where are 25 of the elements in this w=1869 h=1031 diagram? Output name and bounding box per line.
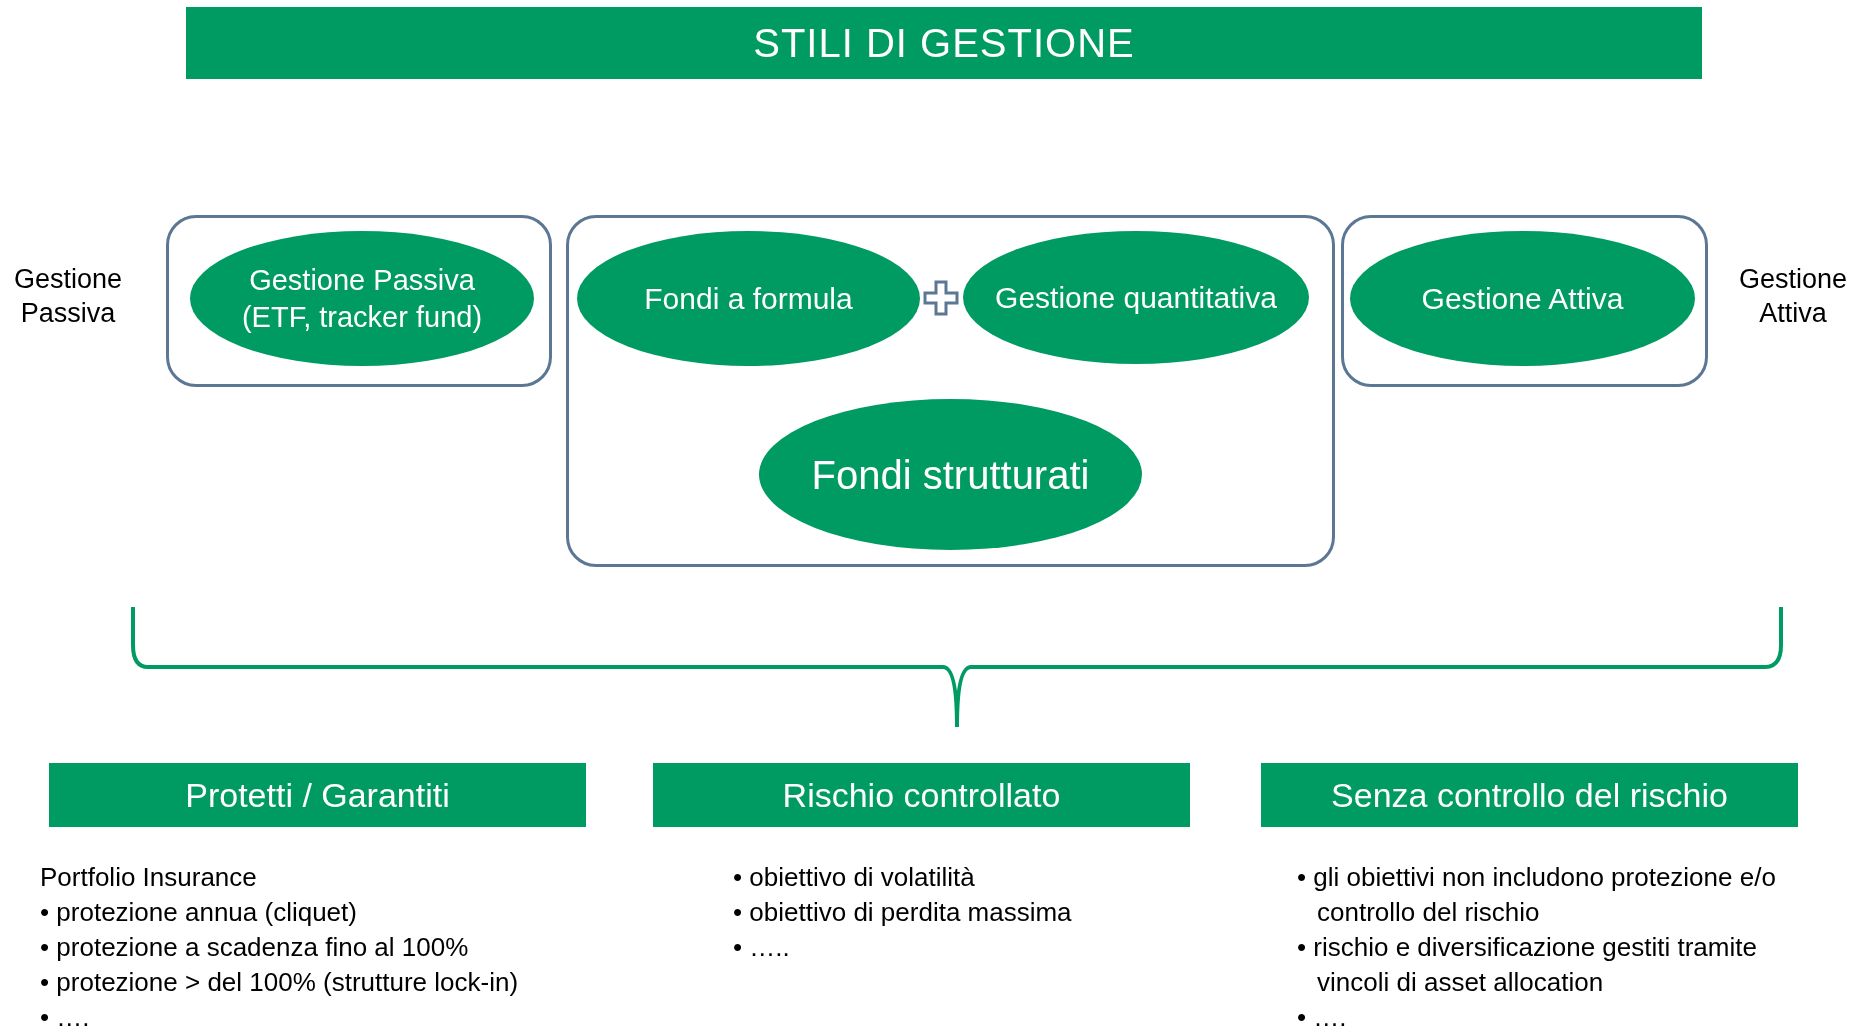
style-ellipse: Gestione quantitativa: [963, 231, 1309, 364]
list-item: • …..: [733, 931, 791, 964]
style-ellipse: Fondi a formula: [577, 231, 920, 366]
category-header: Senza controllo del rischio: [1261, 763, 1798, 827]
group-frame: [566, 215, 1335, 567]
style-ellipse: Fondi strutturati: [759, 399, 1142, 550]
list-item: • obiettivo di perdita massima: [733, 896, 1073, 929]
style-ellipse: Gestione Attiva: [1350, 231, 1695, 366]
list-item: • obiettivo di volatilità: [733, 861, 976, 894]
category-header: Protetti / Garantiti: [49, 763, 586, 827]
list-item: Portfolio Insurance: [40, 861, 258, 894]
list-item: • protezione > del 100% (strutture lock-in): [40, 966, 520, 999]
title-banner: STILI DI GESTIONE: [186, 7, 1702, 79]
list-item: • ….: [40, 1001, 91, 1031]
style-ellipse: Gestione Passiva (ETF, tracker fund): [190, 231, 534, 366]
list-item: • rischio e diversificazione gestiti tramite vincoli di asset allocation: [1297, 931, 1758, 999]
side-label: Gestione Attiva: [1737, 263, 1849, 330]
list-item: • ….: [1297, 1001, 1348, 1031]
group-frame: [1341, 215, 1708, 387]
list-item: • protezione a scadenza fino al 100%: [40, 931, 470, 964]
group-frame: [166, 215, 552, 387]
side-label: Gestione Passiva: [12, 263, 124, 330]
category-header: Rischio controllato: [653, 763, 1190, 827]
list-item: • gli obiettivi non includono protezione e/o controllo del rischio: [1297, 861, 1777, 929]
list-item: • protezione annua (cliquet): [40, 896, 358, 929]
